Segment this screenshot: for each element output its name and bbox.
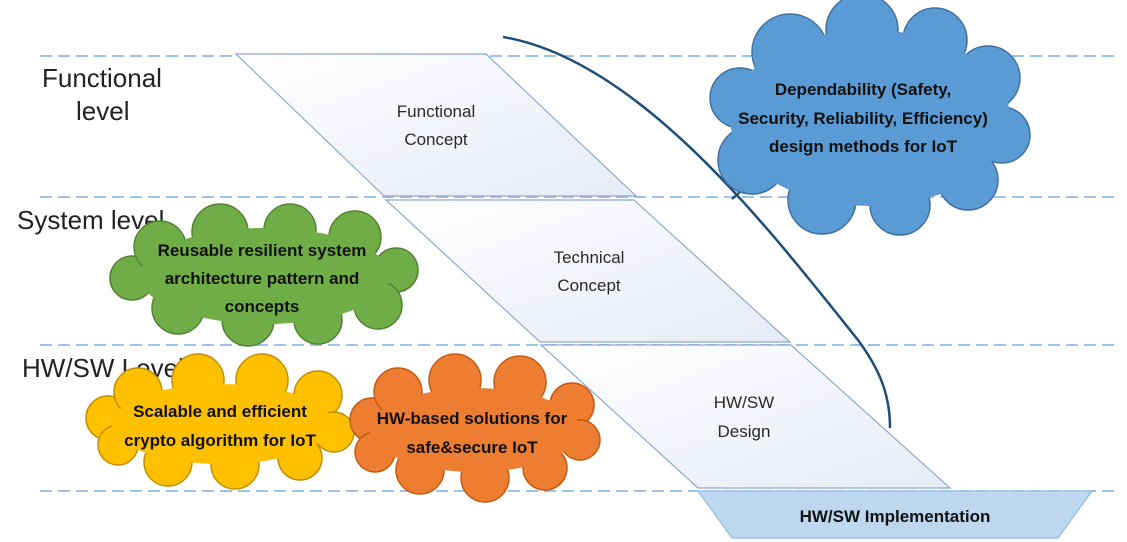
cloud-crypto-shape	[85, 353, 355, 490]
phase-technical-line-1: Technical	[554, 248, 625, 267]
implementation-box: HW/SW Implementation	[696, 490, 1094, 539]
cloud-crypto: Scalable and efficient crypto algorithm …	[85, 353, 355, 490]
cloud-architecture-line-3: concepts	[225, 297, 300, 316]
phase-functional-line-2: Concept	[404, 130, 468, 149]
cloud-dependability-line-3: design methods for IoT	[769, 137, 958, 156]
cloud-crypto-line-2: crypto algorithm for IoT	[124, 431, 316, 450]
cloud-architecture-shape	[109, 203, 419, 347]
phase-functional-shape	[234, 53, 638, 197]
cloud-dependability-line-2: Security, Reliability, Efficiency)	[738, 109, 988, 128]
cloud-hw-based-line-1: HW-based solutions for	[377, 409, 568, 428]
phase-functional-concept: Functional Concept	[234, 53, 638, 197]
cloud-crypto-line-1: Scalable and efficient	[133, 402, 307, 421]
level-label-functional-line-1: Functional	[42, 63, 162, 93]
phase-technical-line-2: Concept	[557, 276, 621, 295]
cloud-architecture-line-1: Reusable resilient system	[158, 241, 367, 260]
phase-hwsw-design: HW/SW Design	[539, 344, 952, 489]
phase-technical-shape	[384, 199, 792, 343]
level-label-functional: Functional level	[42, 62, 162, 128]
cloud-dependability-line-1: Dependability (Safety,	[775, 80, 951, 99]
phase-functional-line-1: Functional	[397, 102, 475, 121]
cloud-hw-based: HW-based solutions for safe&secure IoT	[349, 353, 601, 503]
cloud-hw-based-line-2: safe&secure IoT	[406, 438, 538, 457]
phase-hwsw-shape	[539, 344, 952, 489]
cloud-architecture-line-2: architecture pattern and	[165, 269, 360, 288]
cloud-dependability-shape	[709, 0, 1031, 236]
cloud-hw-based-shape	[349, 353, 601, 503]
phase-hwsw-line-1: HW/SW	[714, 393, 774, 412]
phase-hwsw-line-2: Design	[718, 422, 771, 441]
cross-cutting-arc	[502, 35, 892, 429]
cloud-dependability: Dependability (Safety, Security, Reliabi…	[709, 0, 1031, 236]
implementation-shape	[696, 490, 1094, 539]
phase-technical-concept: Technical Concept	[384, 199, 792, 343]
cloud-architecture: Reusable resilient system architecture p…	[109, 203, 419, 347]
level-label-functional-line-2: level	[76, 96, 130, 126]
implementation-label: HW/SW Implementation	[800, 507, 991, 526]
